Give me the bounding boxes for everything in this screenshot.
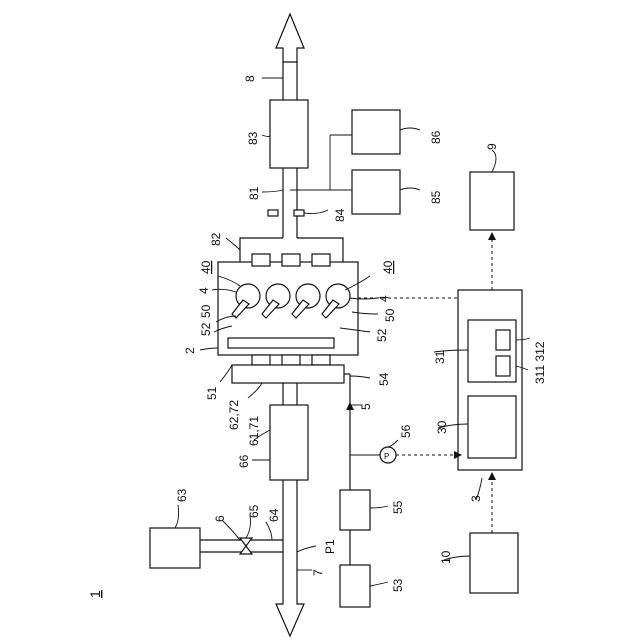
sensor-84 [268,210,278,216]
label-86: 86 [429,130,443,144]
label-4-left: 4 [197,287,211,294]
label-311-312: 311 312 [533,341,547,384]
label-63: 63 [175,488,189,502]
label-56: 56 [399,424,413,438]
label-53: 53 [391,578,405,592]
label-65: 65 [247,504,261,518]
label-81: 81 [247,186,261,200]
label-62-72: 62,72 [227,400,241,430]
tank-53 [340,565,370,607]
label-40-right: 40 [381,260,395,274]
label-52-right: 52 [375,328,389,342]
throttle-66 [270,405,308,480]
label-55: 55 [391,500,405,514]
label-4-right: 4 [377,295,391,302]
ecu-box-9 [470,172,514,230]
label-2: 2 [183,347,197,354]
label-54: 54 [377,372,391,386]
label-P1: P1 [323,539,337,554]
label-84: 84 [333,208,347,222]
pump-55 [340,490,370,530]
box-86 [352,110,400,154]
label-30: 30 [435,420,449,434]
label-83: 83 [246,131,260,145]
fuel-rail-51 [228,338,334,348]
label-31: 31 [433,350,447,364]
box-85 [352,170,400,214]
pump-symbol: P [384,452,389,461]
label-50-left: 50 [199,304,213,318]
label-82: 82 [209,232,223,246]
label-10: 10 [439,550,453,564]
label-64: 64 [267,508,281,522]
label-66: 66 [237,454,251,468]
label-9: 9 [485,143,499,150]
figure-label: 1 [87,590,103,598]
purge-valve-65 [240,538,252,554]
label-85: 85 [429,190,443,204]
canister-63 [150,528,200,568]
label-7: 7 [311,569,325,576]
label-3: 3 [469,495,483,502]
exhaust-outlet-arrow [276,14,304,62]
label-5: 5 [359,403,373,410]
catalyst-83 [270,100,308,168]
intake-inlet-arrow [276,580,304,636]
label-61-71: 61,71 [247,416,261,446]
label-40-left: 40 [199,260,213,274]
input-box-10 [470,533,518,593]
label-6: 6 [213,515,227,522]
label-51: 51 [205,386,219,400]
label-8: 8 [243,75,257,82]
label-52-left: 52 [199,322,213,336]
label-50-right: 50 [383,308,397,322]
processor-30 [468,396,516,458]
